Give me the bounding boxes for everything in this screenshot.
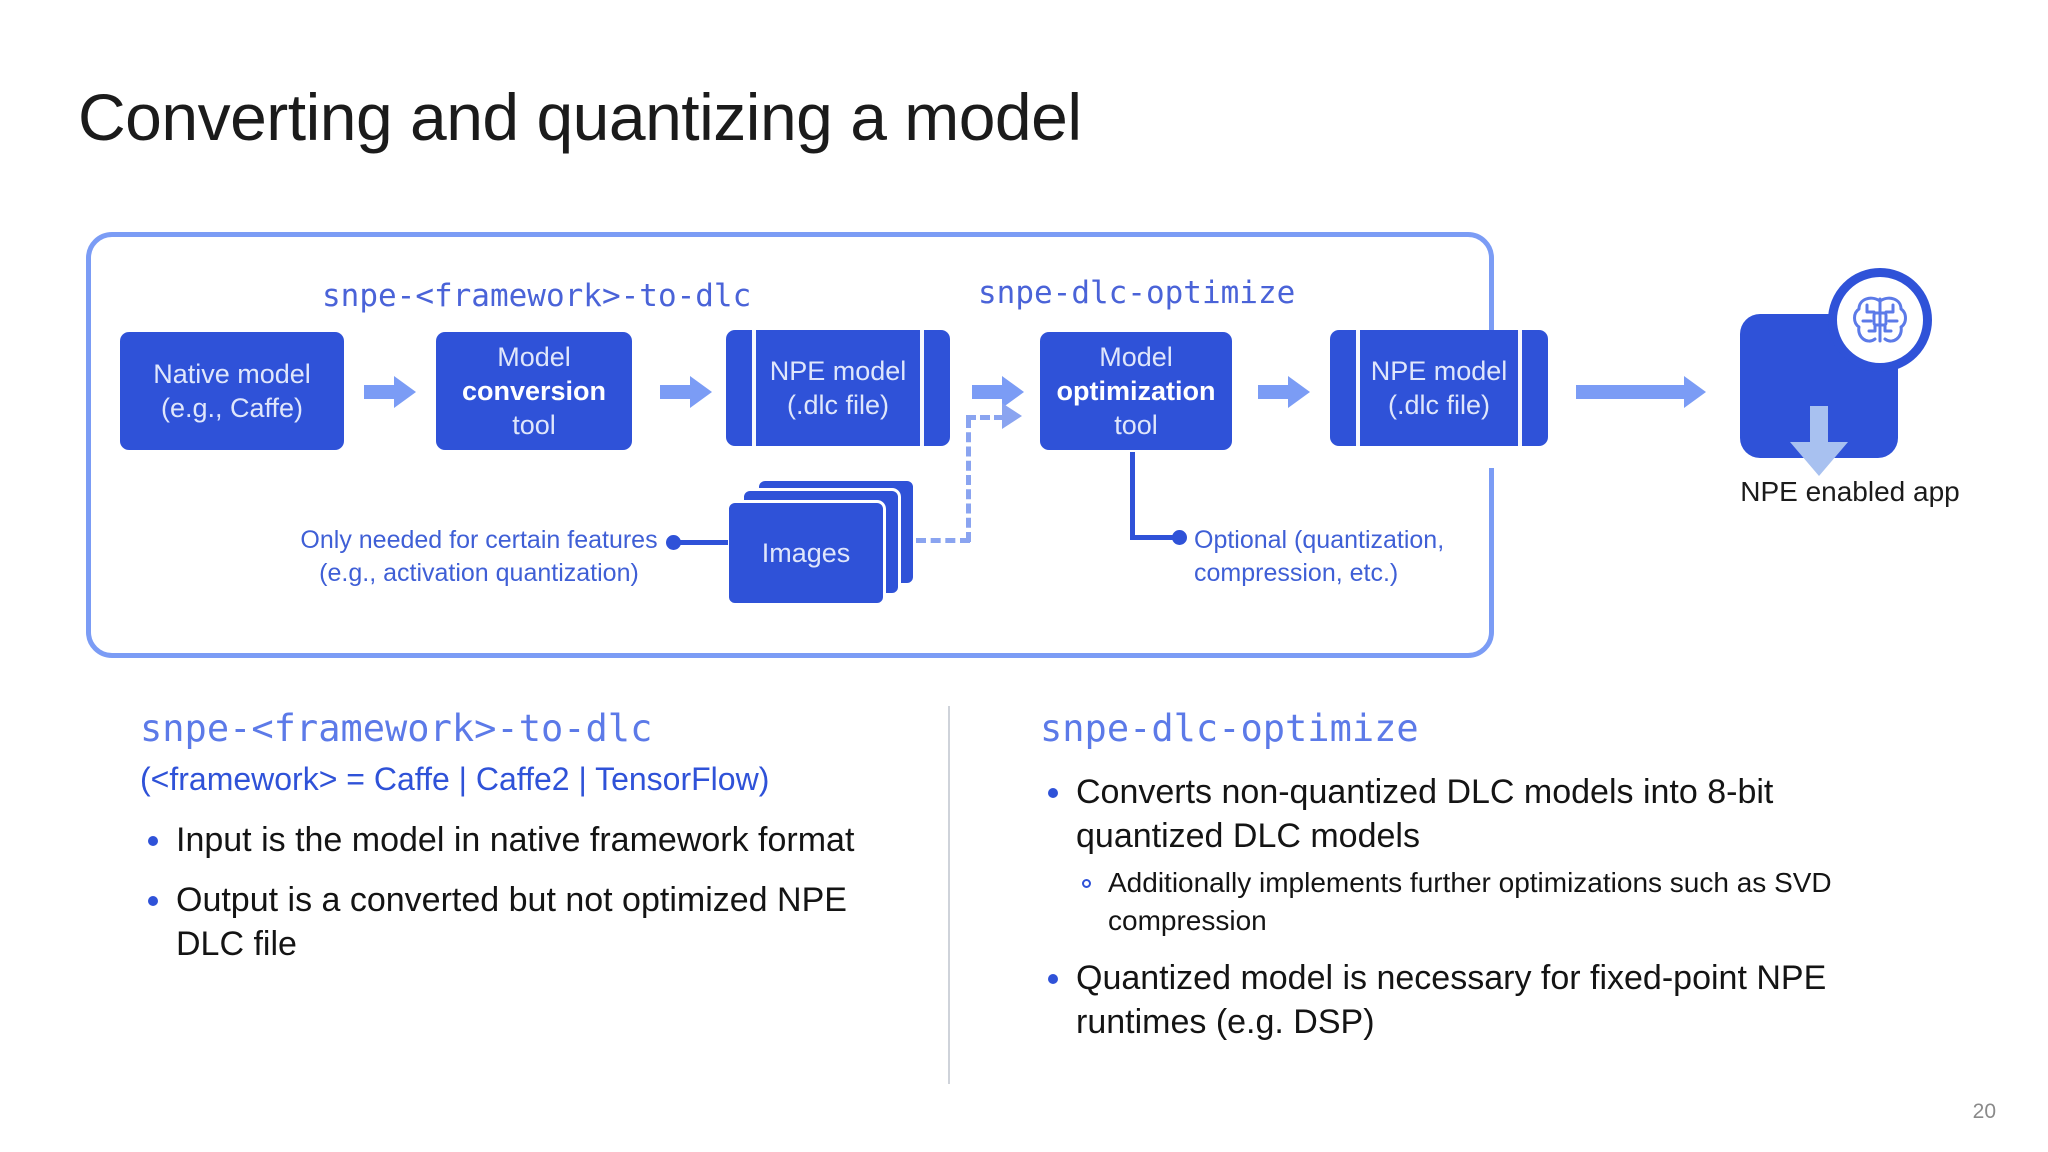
images-card-front: [726, 500, 886, 606]
flow-arrow-4-icon: [1258, 376, 1310, 408]
column-to-dlc: snpe-<framework>-to-dlc (<framework> = C…: [140, 704, 900, 966]
list-item-text: Converts non-quantized DLC models into 8…: [1076, 773, 1774, 855]
npe-model-1-line1: NPE model: [769, 356, 907, 386]
images-label: Images: [761, 537, 851, 568]
dashed-connector-arrowhead-icon: [1002, 403, 1022, 429]
callout-images-note-line2: (e.g., activation quantization): [319, 559, 639, 587]
flow-arrow-output-icon: [1576, 376, 1706, 408]
list-item: Quantized model is necessary for fixed-p…: [1040, 956, 1870, 1044]
page-title: Converting and quantizing a model: [78, 80, 1082, 154]
diagram-command-label-to-dlc: snpe-<framework>-to-dlc: [322, 278, 752, 314]
list-item: Converts non-quantized DLC models into 8…: [1040, 770, 1870, 940]
npe-enabled-app-group: NPE enabled app: [1740, 268, 1960, 507]
flow-box-images-stack: Images: [726, 478, 916, 606]
conversion-tool-line1: Model: [497, 342, 571, 372]
npe-model-2-text: NPE model (.dlc file): [1330, 330, 1548, 446]
npe-model-1-spine-left-icon: [752, 330, 756, 446]
brain-circuit-glyph: [1853, 296, 1907, 343]
optimization-tool-line1: Model: [1099, 342, 1173, 372]
download-arrow-icon: [1790, 406, 1848, 476]
npe-model-2-spine-right-icon: [1518, 330, 1522, 446]
columns-divider: [948, 706, 950, 1084]
npe-model-1-line2: (.dlc file): [786, 390, 889, 420]
callout-optional-note-line1: Optional (quantization,: [1194, 526, 1445, 554]
npe-model-2-line1: NPE model: [1370, 356, 1508, 386]
column-dlc-optimize-bullet-list: Converts non-quantized DLC models into 8…: [1040, 770, 1870, 1044]
callout-optional-note: Optional (quantization, compression, etc…: [1194, 524, 1524, 590]
flow-box-native-model: Native model (e.g., Caffe): [120, 332, 344, 450]
diagram-command-label-optimize: snpe-dlc-optimize: [978, 275, 1296, 311]
ai-brain-chip-icon: [1828, 268, 1932, 372]
column-dlc-optimize: snpe-dlc-optimize Converts non-quantized…: [1040, 704, 1870, 1044]
native-model-line1: Native model: [153, 359, 311, 389]
page-number: 20: [1972, 1100, 1996, 1123]
native-model-line2: (e.g., Caffe): [160, 393, 304, 423]
list-item: Input is the model in native framework f…: [140, 818, 900, 862]
flow-box-conversion-tool: Model conversion tool: [436, 332, 632, 450]
flow-arrow-3-icon: [972, 376, 1024, 408]
callout-optional-note-line2: compression, etc.): [1194, 559, 1399, 587]
column-to-dlc-bullet-list: Input is the model in native framework f…: [140, 818, 900, 966]
callout-optional-leader-vertical-icon: [1130, 452, 1135, 540]
sub-bullet-list: Additionally implements further optimiza…: [1076, 864, 1870, 940]
npe-model-2-spine-left-icon: [1356, 330, 1360, 446]
flow-arrow-2-icon: [660, 376, 712, 408]
dashed-connector-segment-2-icon: [966, 418, 971, 542]
npe-model-1-text: NPE model (.dlc file): [726, 330, 950, 446]
optimization-tool-line3: tool: [1114, 410, 1158, 440]
list-item: Output is a converted but not optimized …: [140, 878, 900, 966]
callout-optional-leader-horizontal-icon: [1130, 535, 1180, 540]
npe-model-2-line2: (.dlc file): [1387, 390, 1490, 420]
optimization-tool-line2: optimization: [1056, 376, 1216, 406]
callout-images-note-line1: Only needed for certain features: [300, 526, 658, 554]
flow-box-npe-model-1: NPE model (.dlc file): [726, 330, 950, 446]
column-dlc-optimize-heading: snpe-dlc-optimize: [1040, 707, 1419, 750]
callout-images-leader-dot-icon: [666, 535, 681, 550]
flow-box-optimization-tool: Model optimization tool: [1040, 332, 1232, 450]
conversion-tool-line3: tool: [512, 410, 556, 440]
sub-list-item: Additionally implements further optimiza…: [1076, 864, 1870, 940]
npe-enabled-app-caption: NPE enabled app: [1740, 476, 1960, 507]
callout-optional-leader-dot-icon: [1172, 530, 1187, 545]
column-to-dlc-subheading: (<framework> = Caffe | Caffe2 | TensorFl…: [140, 761, 770, 797]
npe-model-1-spine-right-icon: [920, 330, 924, 446]
npe-model-1-body: [726, 330, 950, 446]
column-to-dlc-heading: snpe-<framework>-to-dlc: [140, 707, 653, 750]
conversion-tool-line2: conversion: [461, 376, 607, 406]
dashed-connector-segment-3-icon: [966, 415, 1004, 420]
dashed-connector-segment-1-icon: [916, 538, 970, 543]
flow-box-npe-model-2: NPE model (.dlc file): [1330, 330, 1548, 446]
callout-images-note: Only needed for certain features (e.g., …: [294, 524, 664, 590]
callout-images-leader-line-icon: [672, 540, 728, 545]
npe-model-2-body: [1330, 330, 1548, 446]
flow-arrow-1-icon: [364, 376, 416, 408]
